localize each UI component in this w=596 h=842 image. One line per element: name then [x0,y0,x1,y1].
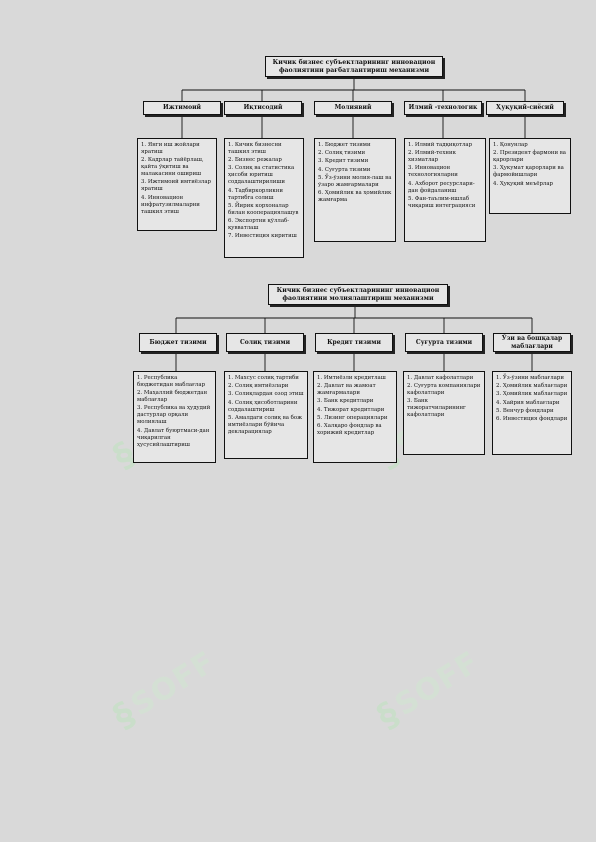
watermark: §SOFF [369,644,486,737]
list-item: 1. Кичик бизнесни ташкил этиш [228,142,282,156]
watermark-text: SOFF [125,644,222,724]
list-item: 2. Ҳомийлик маблағлари [496,383,568,390]
list-item: 1. Қонунлар [493,142,528,148]
list-item: 2. Солиқ имтиёзлари [228,383,289,390]
list-item: 3. Солиқлардан озод этиш [228,391,304,398]
list-item: 1. Илмий тадқиқотлар [408,142,473,148]
category-legal-political: Ҳуқуқий-сиёсий [486,101,564,115]
watermark-logo-icon: § [105,693,142,737]
list-item: 7. Инвестиция киритиш [228,233,297,240]
list-item: 3. Ҳукумат қарорлари ва фармойишлари [493,165,564,179]
category-social: Ижтимоий [143,101,221,115]
watermark-logo-icon: § [369,693,406,737]
list-item: 3. Инновацион технологияларни [408,165,458,179]
list-item: 4. Инновацион инфратузилмаларни ташкил э… [141,194,200,215]
category-insurance-system: Суғурта тизими [405,333,483,352]
category-credit-system: Кредит тизими [315,333,393,352]
list-item: 1. Ўз-ўзини маблағлари [496,375,564,381]
list-item: 4. Хайрия маблағлари [496,399,560,406]
list-item: 2. Кадрлар тайёрлаш, қайта ўқитиш ва мал… [141,157,204,178]
list-legal-political: 1. Қонунлар 2. Президент фармони ва қаро… [489,138,571,214]
list-item: 6. Халқаро фондлар ва хорижий кредитлар [317,423,382,437]
list-item: 2. Солиқ тизими [318,150,366,157]
list-item: 3. Кредит тизими [318,158,369,165]
list-item: 3. Республика ва ҳудудий дастурлар орқал… [137,405,211,426]
list-item: 5. Фан-таълим-ишлаб чиқариш интеграцияси [408,195,476,209]
list-item: 2. Президент фармони ва қарорлари [493,150,566,164]
category-budget-system: Бюджет тизими [139,333,217,352]
list-item: 3. Банк кредитлари [317,398,374,405]
list-item: 3. Банк тижоратчиларининг кафолатлари [407,398,466,419]
list-insurance-system: 1. Давлат кафолатлари 2. Суғурта компани… [403,371,485,455]
list-item: 4. Тадбиркорликни тартибга солиш [228,187,283,201]
list-tax-system: 1. Махсус солиқ тартиби 2. Солиқ имтиёзл… [224,371,308,459]
list-item: 4. Суғурта тизими [318,166,371,173]
list-item: 1. Республика бюджетидан маблағлар [137,375,206,389]
list-item: 5. Йирик корхоналар билан кооперациялашу… [228,202,299,216]
list-item: 4. Тижорат кредитлари [317,406,385,413]
list-item: 1. Давлат кафолатлари [407,375,474,381]
list-financial: 1. Бюджет тизими 2. Солиқ тизими 3. Кред… [314,138,396,242]
list-item: 5. Амалдаги солиқ ва бож имтиёзлари бўйи… [228,414,303,435]
category-financial: Молиявий [314,101,392,115]
list-item: 5. Лизинг операциялари [317,414,388,421]
list-credit-system: 1. Имтиёзли кредитлаш 2. Давлат ва жамоа… [313,371,397,463]
list-item: 1. Янги иш жойлари яратиш [141,142,200,156]
list-budget-system: 1. Республика бюджетидан маблағлар 2. Ма… [133,371,216,463]
list-item: 2. Давлат ва жамоат жамғармалари [317,383,376,397]
list-scientific-technological: 1. Илмий тадқиқотлар 2. Илмий-техник хиз… [404,138,486,242]
list-item: 5. Ўз-ўзини молия-лаш ва ўзаро жамғармал… [318,174,392,188]
category-economic: Иқтисодий [224,101,302,115]
watermark-text: SOFF [389,644,486,724]
list-item: 3. Ҳомийлик маблағлари [496,391,568,398]
list-item: 6. Инвестиция фондлари [496,416,568,423]
list-item: 2. Маҳаллий бюджетдан маблағлар [137,390,208,404]
list-economic: 1. Кичик бизнесни ташкил этиш 2. Бизнес … [224,138,304,258]
list-item: 2. Суғурта компаниялари кафолатлари [407,383,481,397]
list-social: 1. Янги иш жойлари яратиш 2. Кадрлар тай… [137,138,217,231]
list-item: 6. Ҳомийлик ва ҳомийлик жамғарма [318,190,392,204]
diagram-1-title: Кичик бизнес субъектларининг инновацион … [265,56,443,77]
category-scientific-technological: Илмий -технологик [404,101,482,115]
diagram-2-title: Кичик бизнес субъектларининг инновацион … [268,284,448,305]
list-item: 1. Имтиёзли кредитлаш [317,375,386,381]
list-item: 1. Бюджет тизими [318,142,371,148]
list-item: 2. Бизнес режалар [228,157,282,164]
list-item: 6. Экспортни қўллаб-қувватлаш [228,218,290,232]
list-item: 4. Солиқ ҳисоботларини соддалаштириш [228,399,298,413]
list-own-and-other-funds: 1. Ўз-ўзини маблағлари 2. Ҳомийлик мабла… [492,371,572,455]
list-item: 4. Давлат буюртмаси-дан чиқарилган ҳусус… [137,427,210,448]
watermark: §SOFF [105,644,222,737]
list-item: 3. Ижтимоий имтиёзлар яратиш [141,179,212,193]
list-item: 4. Ахборот ресурслари-дан фойдаланиш [408,180,475,194]
category-own-and-other-funds: Ўзи ва бошқалар маблағлари [493,333,571,352]
category-tax-system: Солиқ тизими [226,333,304,352]
list-item: 4. Ҳуқуқий меъёрлар [493,180,554,187]
list-item: 1. Махсус солиқ тартиби [228,375,299,381]
list-item: 3. Солиқ ва статистика ҳисоби юритиш сод… [228,165,295,186]
list-item: 5. Венчур фондлари [496,407,554,414]
list-item: 2. Илмий-техник хизматлар [408,150,456,164]
